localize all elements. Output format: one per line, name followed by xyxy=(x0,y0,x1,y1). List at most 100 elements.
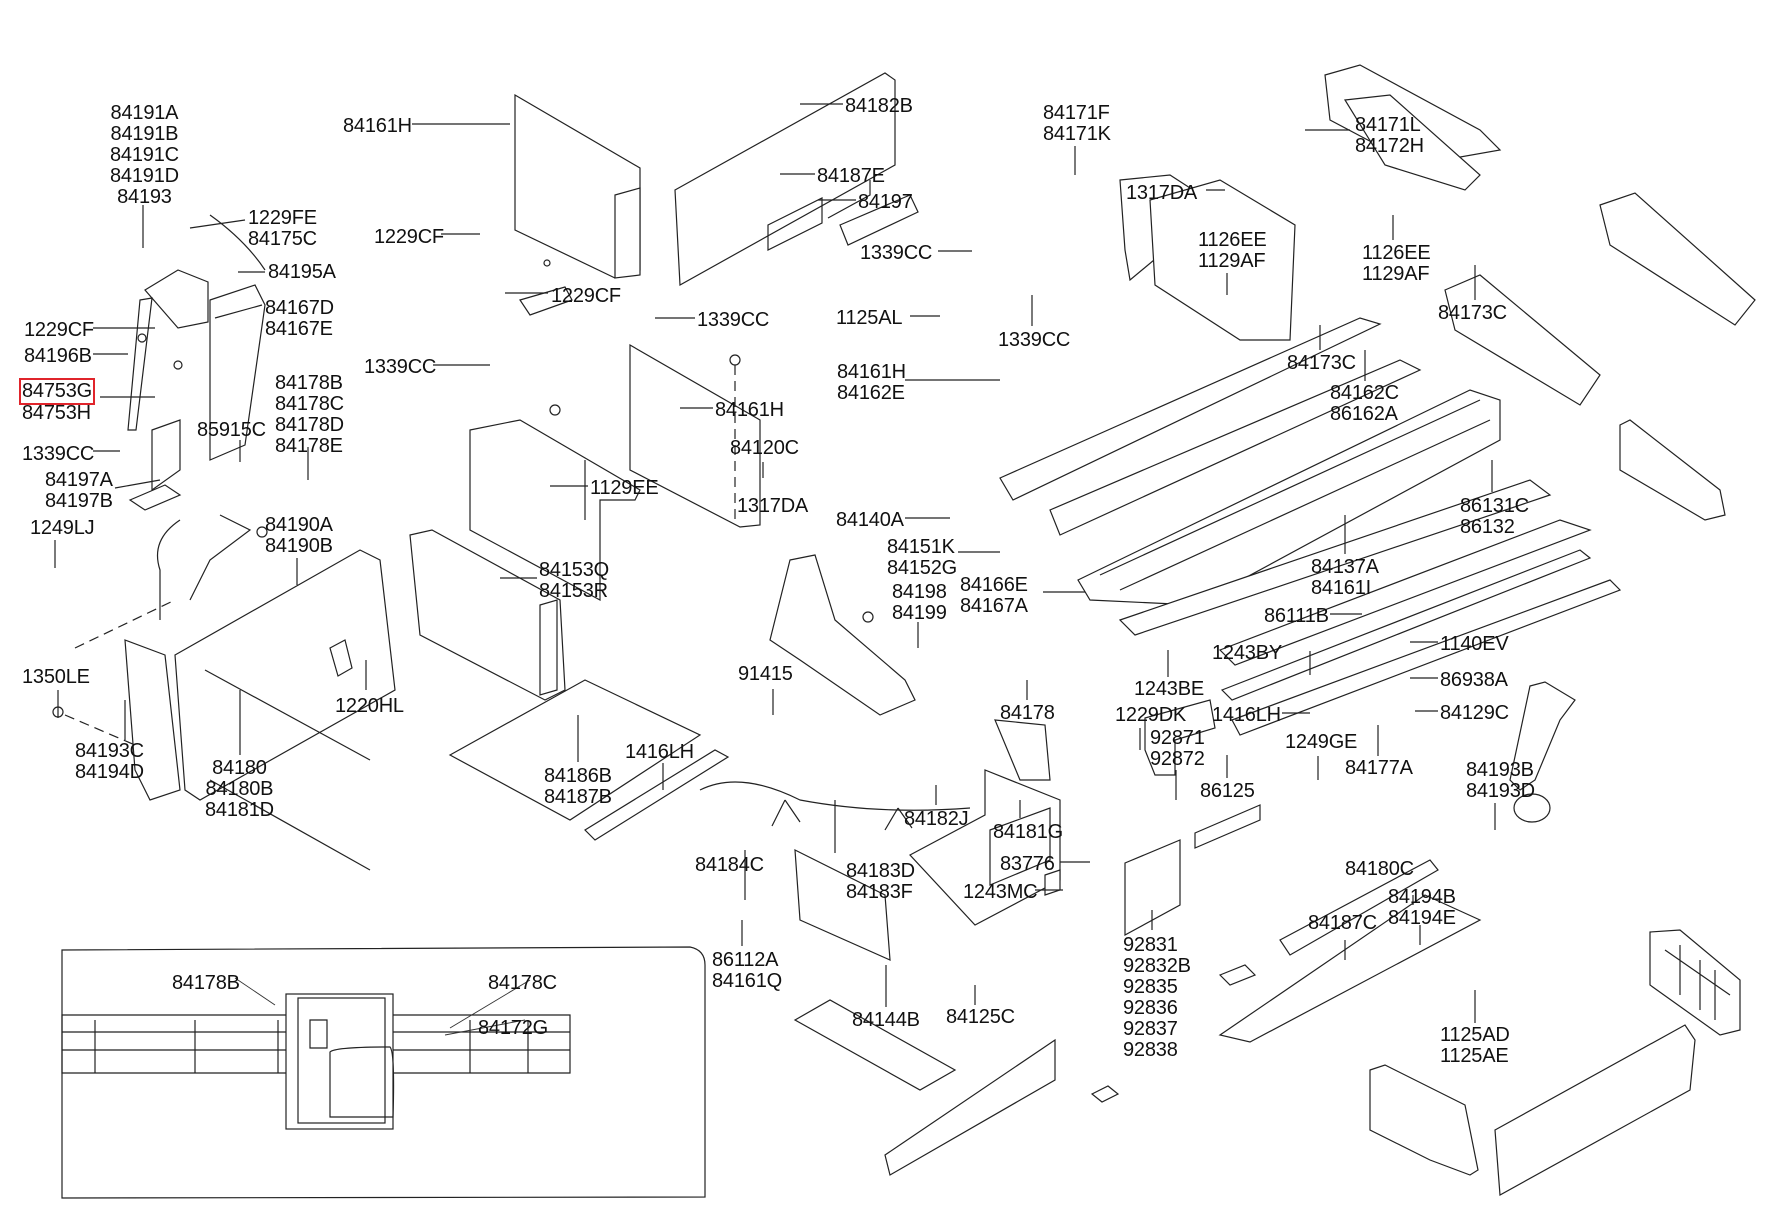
part-callout-84184c[interactable]: 84184C xyxy=(695,855,764,876)
part-number: 84178 xyxy=(1000,702,1055,724)
part-callout-84197[interactable]: 84197 xyxy=(858,192,913,213)
part-callout-84129c[interactable]: 84129C xyxy=(1440,703,1509,724)
part-callout-1229cf[interactable]: 1229CF xyxy=(24,320,94,341)
side-panel-left xyxy=(52,549,396,871)
part-callout-1317da[interactable]: 1317DA xyxy=(737,496,808,517)
part-callout-84187c[interactable]: 84187C xyxy=(1308,913,1377,934)
part-callout-84125c[interactable]: 84125C xyxy=(946,1007,1015,1028)
part-callout-1416lh[interactable]: 1416LH xyxy=(625,742,694,763)
part-number: 84167A xyxy=(960,595,1028,617)
part-callout-84173c[interactable]: 84173C xyxy=(1287,353,1356,374)
part-callout-1249ge[interactable]: 1249GE xyxy=(1285,732,1357,753)
part-callout-84182b[interactable]: 84182B xyxy=(845,96,913,117)
part-callout-1249lj[interactable]: 1249LJ xyxy=(30,518,95,539)
part-callout-1229cf[interactable]: 1229CF xyxy=(551,286,621,307)
part-callout-1220hl[interactable]: 1220HL xyxy=(335,696,404,717)
part-number: 84193D xyxy=(1466,780,1535,802)
part-callout-84187e[interactable]: 84187E xyxy=(817,166,885,187)
part-callout-84172g[interactable]: 84172G xyxy=(478,1018,548,1039)
part-callout-1339cc[interactable]: 1339CC xyxy=(998,330,1070,351)
hinge-84178 xyxy=(1144,699,1216,776)
part-callout-1339cc[interactable]: 1339CC xyxy=(697,310,769,331)
part-callout-1125al[interactable]: 1125AL xyxy=(836,308,902,329)
part-callout-1339cc[interactable]: 1339CC xyxy=(364,357,436,378)
part-callout-84140a[interactable]: 84140A xyxy=(836,510,904,531)
part-number: 84161H xyxy=(837,361,906,383)
part-callout-84178c[interactable]: 84178C xyxy=(488,973,557,994)
part-callout-84161h[interactable]: 84161H xyxy=(715,400,784,421)
part-callout-86111b[interactable]: 86111B xyxy=(1264,606,1329,627)
part-callout-84180c[interactable]: 84180C xyxy=(1345,859,1414,880)
part-callout-84144b[interactable]: 84144B xyxy=(852,1010,920,1031)
part-callout-86938a[interactable]: 86938A xyxy=(1440,670,1508,691)
part-callout-84178[interactable]: 84178 xyxy=(1000,703,1055,724)
part-callout-86125[interactable]: 86125 xyxy=(1200,781,1255,802)
part-callout-1339cc[interactable]: 1339CC xyxy=(860,243,932,264)
part-callout-84182j[interactable]: 84182J xyxy=(904,809,969,830)
part-callout-84177a[interactable]: 84177A xyxy=(1345,758,1413,779)
part-number: 84197B xyxy=(45,490,113,512)
part-callout-1243be[interactable]: 1243BE xyxy=(1134,679,1204,700)
part-callout-84120c[interactable]: 84120C xyxy=(730,438,799,459)
part-number: 84187C xyxy=(1308,912,1377,934)
part-callout-1243mc[interactable]: 1243MC xyxy=(963,882,1038,903)
part-number: 1220HL xyxy=(335,695,404,717)
part-callout-84753h[interactable]: 84753H xyxy=(22,403,91,424)
part-callout-84195a[interactable]: 84195A xyxy=(268,262,336,283)
part-callout-1229cf[interactable]: 1229CF xyxy=(374,227,444,248)
part-callout-1416lh[interactable]: 1416LH xyxy=(1212,705,1281,726)
part-callout-84753g[interactable]: 84753G xyxy=(19,378,95,405)
part-callout-1339cc[interactable]: 1339CC xyxy=(22,444,94,465)
part-callout-1129ee[interactable]: 1129EE xyxy=(590,478,659,499)
part-callout-1229dk[interactable]: 1229DK xyxy=(1115,705,1186,726)
part-number: 84184C xyxy=(695,854,764,876)
part-number: 1129AF xyxy=(1362,263,1430,285)
part-callout-1350le[interactable]: 1350LE xyxy=(22,667,90,688)
part-callout-1243by[interactable]: 1243BY xyxy=(1212,643,1282,664)
part-callout-85915c[interactable]: 85915C xyxy=(197,420,266,441)
part-callout-91415[interactable]: 91415 xyxy=(738,664,793,685)
part-callout-84173c[interactable]: 84173C xyxy=(1438,303,1507,324)
part-callout-1317da[interactable]: 1317DA xyxy=(1126,183,1197,204)
part-number: 84129C xyxy=(1440,702,1509,724)
part-callout-1140ev[interactable]: 1140EV xyxy=(1440,634,1509,655)
part-number: 84187B xyxy=(544,786,612,808)
part-callout-84181g[interactable]: 84181G xyxy=(993,822,1063,843)
part-callout-84196b[interactable]: 84196B xyxy=(24,346,92,367)
part-number: 92832B xyxy=(1123,955,1191,977)
part-callout-84161h[interactable]: 84161H xyxy=(343,116,412,137)
part-number: 86125 xyxy=(1200,780,1255,802)
part-number: 84161Q xyxy=(712,970,782,992)
part-callout-84178b[interactable]: 84178B xyxy=(172,973,240,994)
part-callout-83776[interactable]: 83776 xyxy=(1000,854,1055,875)
bracket-84171f xyxy=(1119,174,1296,341)
